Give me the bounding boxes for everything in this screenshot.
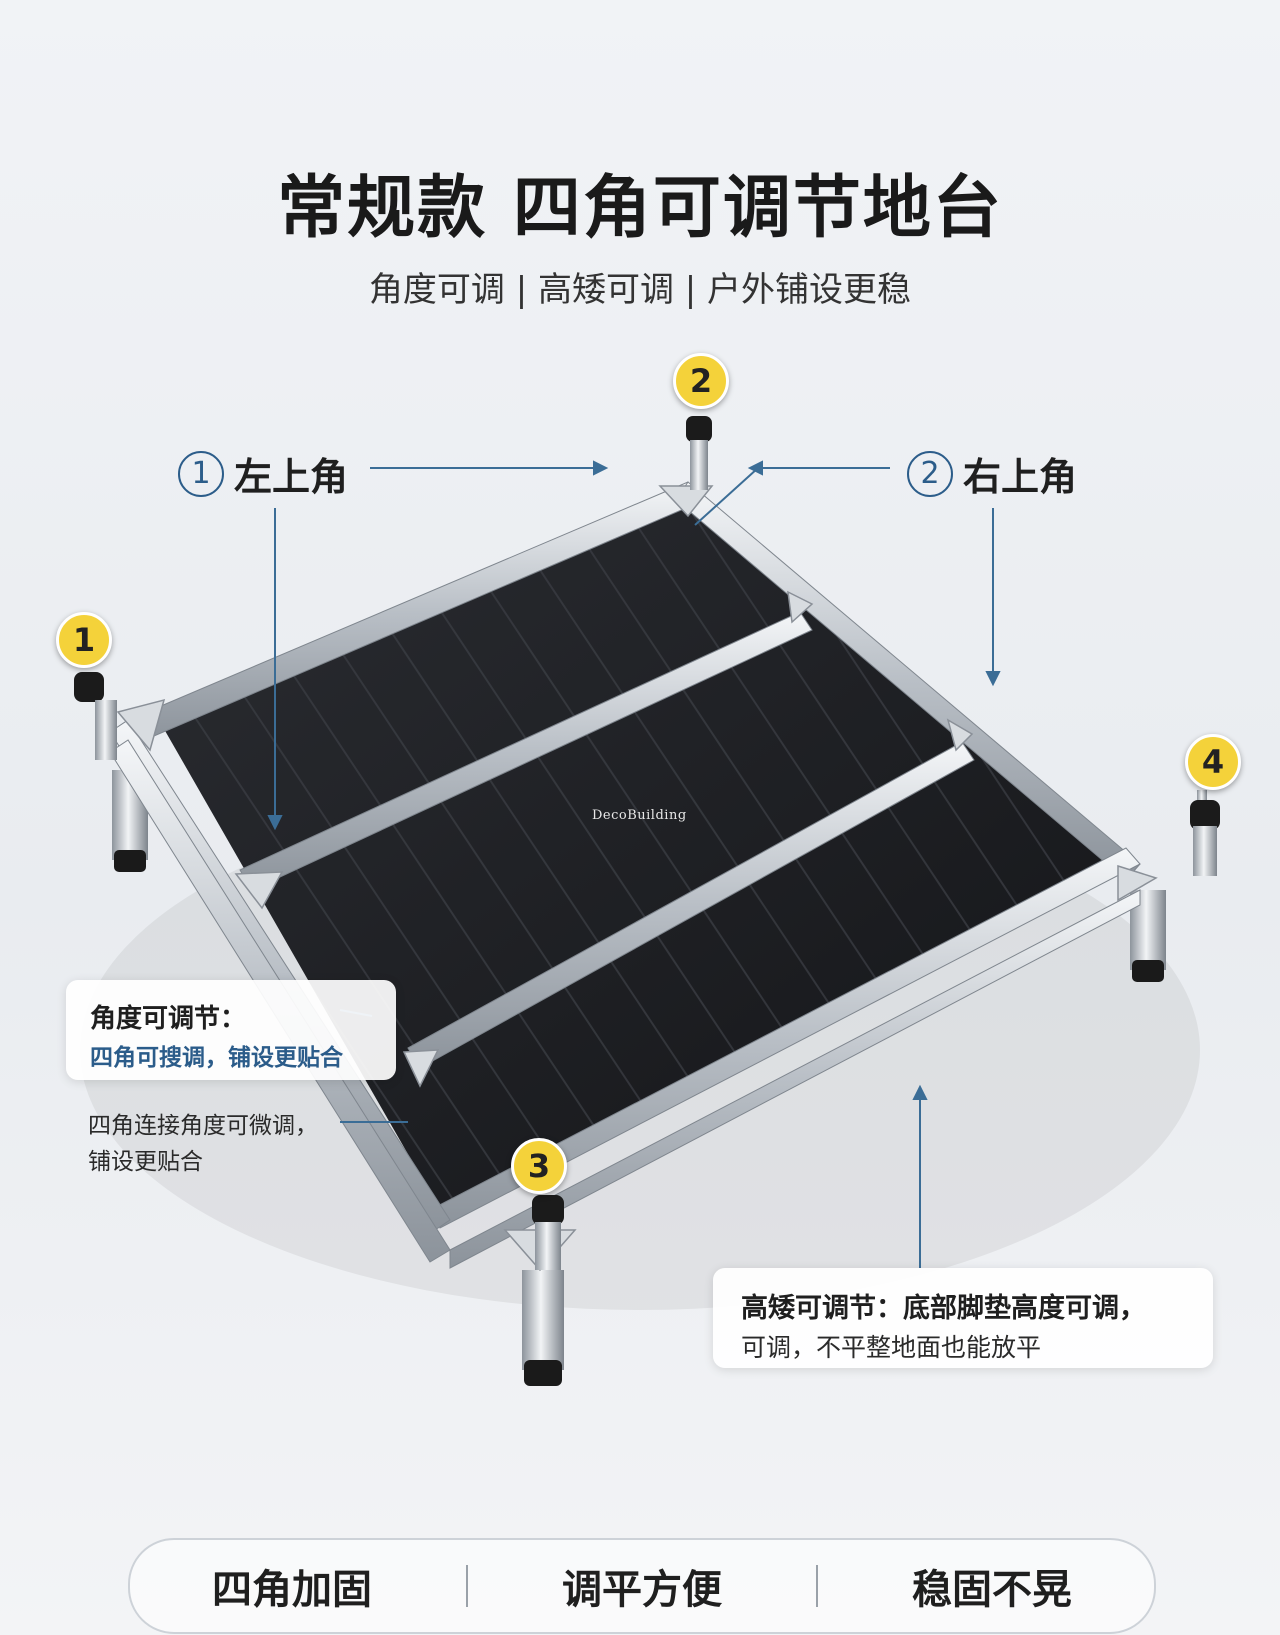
frame (109, 481, 1141, 1269)
badge-corner-1: 1 (56, 612, 112, 668)
feature-bar: 四角加固 调平方便 稳固不晃 (128, 1538, 1156, 1634)
angle-note: 四角连接角度可微调， 铺设更贴合 (88, 1108, 388, 1180)
feature-divider (816, 1565, 818, 1607)
label-right-top-text: 右上角 (963, 455, 1078, 499)
label-left-top-text: 左上角 (234, 455, 349, 499)
callout-angle-card: 角度可调节： 四角可搜调，铺设更贴合 (66, 980, 396, 1080)
label-right-top: 2 右上角 (907, 446, 1077, 501)
deck-surface (160, 500, 1110, 1210)
leg-caps (74, 416, 1220, 1270)
label-left-top: 1 左上角 (178, 446, 348, 501)
badge-corner-4: 4 (1185, 734, 1241, 790)
circle-number-2: 2 (907, 450, 953, 497)
feature-leveling: 调平方便 (562, 1567, 722, 1613)
badge-corner-2: 2 (673, 353, 729, 409)
callout-angle-heading: 角度可调节： (90, 1004, 247, 1034)
feature-reinforced: 四角加固 (212, 1567, 372, 1613)
badge-corner-3: 3 (511, 1138, 567, 1194)
callout-height-line1: 高矮可调节：底部脚垫高度可调， (741, 1293, 1146, 1324)
callout-angle-body: 四角可搜调，铺设更贴合 (90, 1045, 343, 1071)
page-subtitle: 角度可调 | 高矮可调 | 户外铺设更稳 (368, 270, 912, 310)
angle-note-line2: 铺设更贴合 (88, 1149, 203, 1175)
feature-stable: 稳固不晃 (912, 1567, 1072, 1613)
feature-divider (466, 1565, 468, 1607)
page-title: 常规款 四角可调节地台 (277, 169, 1003, 248)
angle-note-line1: 四角连接角度可微调， (88, 1113, 318, 1139)
circle-number-1: 1 (178, 450, 224, 497)
callout-height-card: 高矮可调节：底部脚垫高度可调， 可调，不平整地面也能放平 (713, 1268, 1213, 1368)
callout-height-line2: 可调，不平整地面也能放平 (741, 1333, 1042, 1362)
watermark: DecoBuilding (592, 808, 687, 823)
